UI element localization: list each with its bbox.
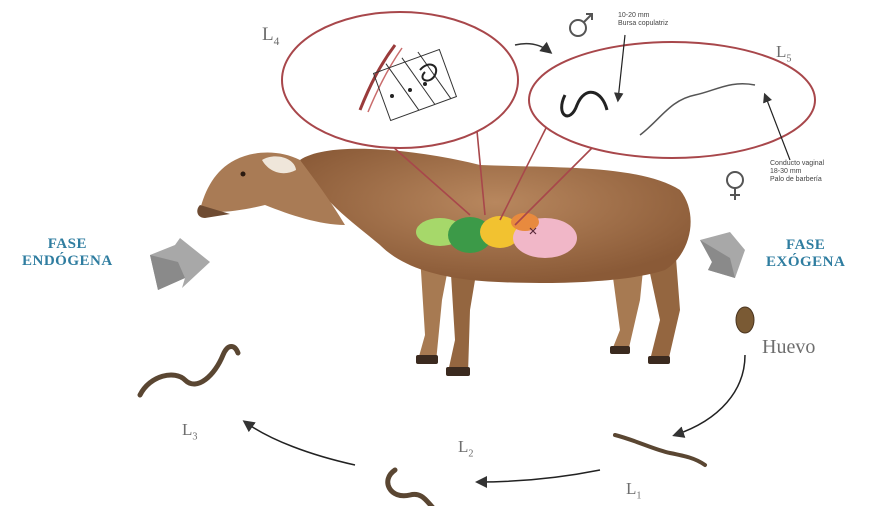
- label-l5: L5: [776, 42, 791, 64]
- phase-exogena-label: FASE EXÓGENA: [766, 237, 845, 271]
- female-note-line2: 18-30 mm: [770, 168, 824, 176]
- phase-endogena-line2: ENDÓGENA: [22, 253, 113, 270]
- phase-exogena-line2: EXÓGENA: [766, 254, 845, 271]
- male-note-line2: Bursa copulatriz: [618, 20, 668, 28]
- female-note-line1: Conducto vaginal: [770, 160, 824, 168]
- male-symbol-icon: [570, 14, 592, 36]
- male-note-line1: 10-20 mm: [618, 12, 668, 20]
- l1-larva-icon: [615, 435, 705, 465]
- female-note: Conducto vaginal 18-30 mm Palo de barber…: [770, 160, 824, 184]
- callout-circle-l5: [529, 42, 815, 158]
- arrow-l2-to-l3: [245, 422, 355, 465]
- arrow-l1-to-l2: [478, 470, 600, 482]
- endogenous-phase-arrow-icon: [150, 238, 210, 290]
- label-l2: L2: [458, 437, 473, 459]
- arrow-l4-to-l5: [515, 44, 550, 52]
- label-l4: L4: [262, 24, 279, 48]
- female-symbol-icon: [727, 172, 743, 200]
- callout-circle-l4: [282, 12, 518, 148]
- exogenous-phase-arrow-icon: [700, 232, 745, 278]
- label-l3: L3: [182, 420, 197, 442]
- phase-endogena-line1: FASE: [22, 236, 113, 253]
- l3-larva-icon: [140, 347, 238, 396]
- female-note-line3: Palo de barbería: [770, 176, 824, 184]
- l2-larva-icon: [388, 470, 445, 506]
- label-huevo: Huevo: [762, 336, 815, 359]
- sheep-illustration: [197, 149, 690, 376]
- arrow-egg-to-l1: [675, 355, 745, 435]
- phase-exogena-line1: FASE: [766, 237, 845, 254]
- phase-endogena-label: FASE ENDÓGENA: [22, 236, 113, 270]
- egg-icon: [736, 307, 754, 333]
- male-note: 10-20 mm Bursa copulatriz: [618, 12, 668, 28]
- label-l1: L1: [626, 479, 641, 501]
